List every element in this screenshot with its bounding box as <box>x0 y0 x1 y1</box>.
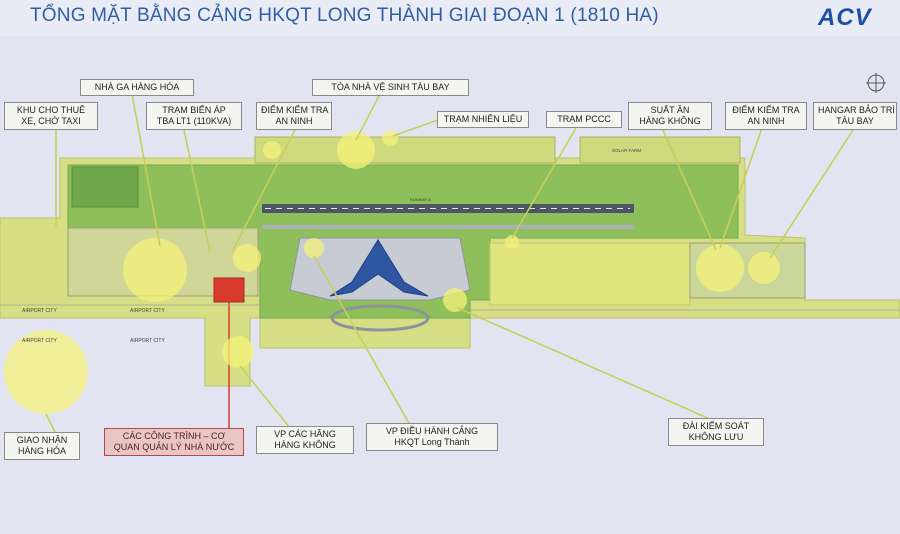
runway-a <box>262 204 634 213</box>
label-catering: SUẤT ĂN HÀNG KHÔNG <box>628 102 712 130</box>
label-operations: VP ĐIỀU HÀNH CẢNG HKQT Long Thành <box>366 423 498 451</box>
label-warehouse-text: NHÀ GA HÀNG HÓA <box>94 82 180 92</box>
label-substation-line-2: TBA LT1 (110KVA) <box>156 116 232 126</box>
acv-logo: ACV <box>818 4 872 31</box>
label-tower: ĐÀI KIỂM SOÁT KHÔNG LƯU <box>668 418 764 446</box>
highlight-airlines <box>222 336 254 368</box>
airport-city-label-3: AIRPORT CITY <box>130 338 165 344</box>
highlight-catering <box>696 244 744 292</box>
compass-icon <box>866 73 886 93</box>
label-substation-line-1: TRẠM BIẾN ÁP <box>162 105 226 115</box>
label-airlines: VP CÁC HÃNG HÀNG KHÔNG <box>256 426 354 454</box>
highlight-tower <box>443 288 467 312</box>
highlight-cargo-receiving <box>4 330 88 414</box>
label-rental-line-2: XE, CHỜ TAXI <box>21 116 81 126</box>
label-hangar-line-1: HANGAR BẢO TRÌ <box>818 105 895 115</box>
state-management-block <box>213 277 245 303</box>
label-airlines-line-2: HÀNG KHÔNG <box>274 440 336 450</box>
label-substation: TRẠM BIẾN ÁP TBA LT1 (110KVA) <box>146 102 242 130</box>
label-tower-line-2: KHÔNG LƯU <box>688 432 744 442</box>
label-state-line-2: QUAN QUẢN LÝ NHÀ NƯỚC <box>113 442 235 452</box>
label-security-2-line-1: ĐIỂM KIỂM TRA <box>732 105 800 115</box>
label-warehouse: NHÀ GA HÀNG HÓA <box>80 79 194 96</box>
label-cargo-line-1: GIAO NHẬN <box>16 435 68 445</box>
label-state-management: CÁC CÔNG TRÌNH – CƠ QUAN QUẢN LÝ NHÀ NƯỚ… <box>104 428 244 456</box>
highlight-security-1 <box>263 141 281 159</box>
label-security-2-line-2: AN NINH <box>747 116 785 126</box>
terminal-loop-road <box>330 304 430 332</box>
label-catering-line-1: SUẤT ĂN <box>650 105 690 115</box>
runway-label: RUNWAY A <box>410 197 431 202</box>
highlight-cleaning <box>337 131 375 169</box>
label-state-line-1: CÁC CÔNG TRÌNH – CƠ <box>122 431 226 441</box>
label-hangar-line-2: TÀU BAY <box>836 116 874 126</box>
solar-farm-area <box>579 136 741 164</box>
page-title: TỔNG MẶT BẰNG CẢNG HKQT LONG THÀNH GIAI … <box>30 5 659 26</box>
label-rental: KHU CHO THUÊ XE, CHỜ TAXI <box>4 102 98 130</box>
label-cargo-line-2: HÀNG HÓA <box>17 446 66 456</box>
east-land <box>489 242 691 306</box>
support-strip <box>254 136 556 164</box>
label-fire: TRẠM PCCC <box>546 111 622 128</box>
label-hangar: HANGAR BẢO TRÌ TÀU BAY <box>813 102 897 130</box>
taxiway <box>262 225 634 229</box>
label-security-1: ĐIỂM KIỂM TRA AN NINH <box>256 102 332 130</box>
label-airlines-line-1: VP CÁC HÃNG <box>274 429 336 439</box>
label-fire-text: TRẠM PCCC <box>557 114 611 124</box>
airport-city-label-1: AIRPORT CITY <box>22 308 57 314</box>
label-aircraft-cleaning-text: TÒA NHÀ VỆ SINH TÀU BAY <box>331 82 450 92</box>
highlight-fuel <box>382 130 398 146</box>
airport-city-label-4: AIRPORT CITY <box>22 338 57 344</box>
dark-green-block <box>71 166 139 208</box>
highlight-hangar <box>748 252 780 284</box>
airport-city-label-2: AIRPORT CITY <box>130 308 165 314</box>
label-rental-line-1: KHU CHO THUÊ <box>16 105 86 115</box>
label-operations-line-1: VP ĐIỀU HÀNH CẢNG <box>385 426 479 436</box>
highlight-substation <box>233 244 261 272</box>
header-bar: TỔNG MẶT BẰNG CẢNG HKQT LONG THÀNH GIAI … <box>0 0 900 36</box>
label-security-2: ĐIỂM KIỂM TRA AN NINH <box>725 102 807 130</box>
label-tower-line-1: ĐÀI KIỂM SOÁT <box>682 421 750 431</box>
label-fuel-text: TRẠM NHIÊN LIỆU <box>443 114 523 124</box>
highlight-fire <box>505 235 519 249</box>
highlight-operations <box>304 238 324 258</box>
highlight-cargo-terminal <box>123 238 187 302</box>
label-security-1-line-2: AN NINH <box>275 116 313 126</box>
label-operations-line-2: HKQT Long Thành <box>394 437 470 447</box>
label-catering-line-2: HÀNG KHÔNG <box>639 116 701 126</box>
label-security-1-line-1: ĐIỂM KIỂM TRA <box>261 105 329 115</box>
passenger-terminal <box>329 239 429 297</box>
label-cargo-receiving: GIAO NHẬN HÀNG HÓA <box>4 432 80 460</box>
solar-farm-label: SOLAR FARM <box>612 148 641 153</box>
pointer-lines <box>45 93 854 435</box>
label-aircraft-cleaning: TÒA NHÀ VỆ SINH TÀU BAY <box>312 79 469 96</box>
label-fuel: TRẠM NHIÊN LIỆU <box>437 111 529 128</box>
